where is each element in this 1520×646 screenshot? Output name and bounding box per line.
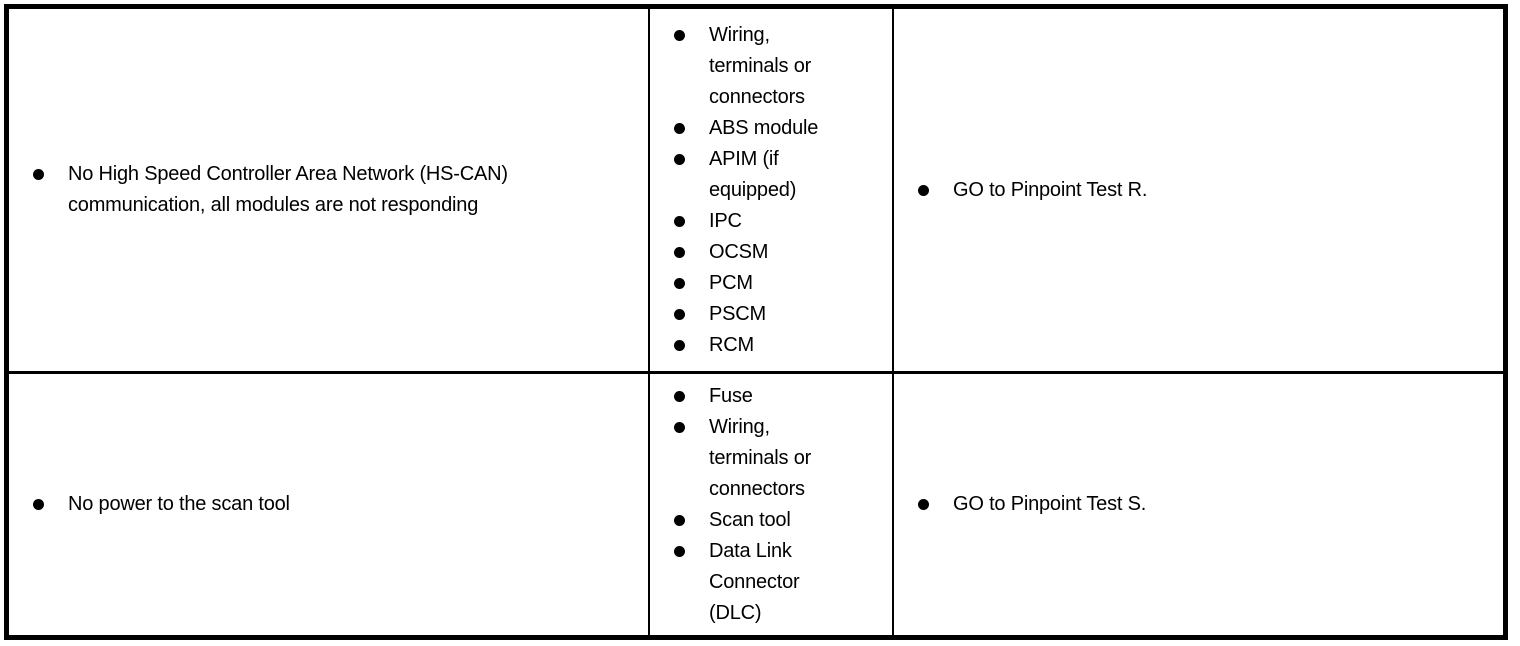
- cell-row2-symptom: No power to the scan tool: [9, 374, 648, 635]
- bullet-icon: [33, 499, 44, 510]
- bullet-icon: [674, 153, 685, 165]
- action-text: GO to Pinpoint Test S.: [953, 489, 1146, 520]
- source-item: Wiring, terminals or connectors: [674, 412, 811, 505]
- diagnostic-table: No High Speed Controller Area Network (H…: [4, 4, 1508, 640]
- source-line: connectors: [709, 477, 805, 500]
- source-item: ABS module: [674, 113, 818, 144]
- action-line: GO to Pinpoint Test S.: [953, 493, 1147, 515]
- cell-row2-possible-sources: Fuse Wiring, terminals or connectors Sca…: [648, 374, 892, 635]
- source-line: connectors: [709, 85, 805, 108]
- source-text: IPC: [709, 206, 742, 237]
- action-line: GO to Pinpoint Test R.: [953, 178, 1148, 201]
- action-item: GO to Pinpoint Test R.: [918, 175, 1147, 206]
- source-line: OCSM: [709, 240, 769, 263]
- source-line: Wiring,: [709, 415, 770, 438]
- source-item: Wiring, terminals or connectors: [674, 20, 811, 113]
- bullet-icon: [674, 339, 685, 351]
- source-line: Data Link: [709, 539, 792, 562]
- bullet-icon: [674, 246, 685, 258]
- cell-row1-possible-sources: Wiring, terminals or connectors ABS modu…: [648, 9, 892, 374]
- bullet-icon: [674, 122, 685, 134]
- bullet-icon: [674, 215, 685, 227]
- source-text: Scan tool: [709, 505, 791, 536]
- source-text: OCSM: [709, 237, 768, 268]
- bullet-icon: [674, 514, 685, 526]
- source-item: RCM: [674, 330, 754, 361]
- source-line: Connector: [709, 570, 800, 593]
- source-line: terminals or: [709, 54, 812, 77]
- symptom-line: communication, all modules are not respo…: [68, 194, 479, 216]
- source-line: ABS module: [709, 116, 819, 139]
- source-item: Fuse: [674, 381, 753, 412]
- source-text: Wiring, terminals or connectors: [709, 412, 811, 505]
- source-item: Data Link Connector (DLC): [674, 536, 800, 629]
- source-item: OCSM: [674, 237, 768, 268]
- source-text: APIM (if equipped): [709, 144, 796, 206]
- source-line: PCM: [709, 271, 753, 294]
- source-text: ABS module: [709, 113, 818, 144]
- symptom-line: No power to the scan tool: [68, 493, 290, 515]
- source-text: RCM: [709, 330, 754, 361]
- source-item: PCM: [674, 268, 753, 299]
- source-line: PSCM: [709, 302, 766, 325]
- source-text: PCM: [709, 268, 753, 299]
- symptom-text: No High Speed Controller Area Network (H…: [68, 159, 508, 221]
- bullet-icon: [674, 277, 685, 289]
- source-text: PSCM: [709, 299, 766, 330]
- source-line: APIM (if: [709, 147, 779, 170]
- symptom-item: No power to the scan tool: [33, 489, 290, 520]
- source-text: Fuse: [709, 381, 753, 412]
- bullet-icon: [674, 545, 685, 557]
- source-line: equipped): [709, 178, 797, 201]
- bullet-icon: [674, 308, 685, 320]
- cell-row1-symptom: No High Speed Controller Area Network (H…: [9, 9, 648, 374]
- source-line: Scan tool: [709, 508, 791, 531]
- source-item: IPC: [674, 206, 742, 237]
- source-line: terminals or: [709, 446, 812, 469]
- bullet-icon: [674, 421, 685, 433]
- source-line: RCM: [709, 333, 754, 356]
- cell-row2-action: GO to Pinpoint Test S.: [892, 374, 1503, 635]
- source-item: Scan tool: [674, 505, 791, 536]
- bullet-icon: [674, 29, 685, 41]
- bullet-icon: [33, 169, 44, 180]
- symptom-text: No power to the scan tool: [68, 489, 290, 520]
- action-text: GO to Pinpoint Test R.: [953, 175, 1147, 206]
- source-line: Wiring,: [709, 23, 770, 46]
- source-line: IPC: [709, 209, 742, 232]
- action-item: GO to Pinpoint Test S.: [918, 489, 1146, 520]
- cell-row1-action: GO to Pinpoint Test R.: [892, 9, 1503, 374]
- symptom-line: No High Speed Controller Area Network (H…: [68, 163, 508, 185]
- bullet-icon: [918, 499, 929, 510]
- source-line: Fuse: [709, 384, 753, 407]
- source-text: Data Link Connector (DLC): [709, 536, 800, 629]
- bullet-icon: [674, 390, 685, 402]
- source-text: Wiring, terminals or connectors: [709, 20, 811, 113]
- source-line: (DLC): [709, 601, 762, 624]
- symptom-item: No High Speed Controller Area Network (H…: [33, 159, 508, 221]
- source-item: APIM (if equipped): [674, 144, 796, 206]
- source-item: PSCM: [674, 299, 766, 330]
- bullet-icon: [918, 184, 929, 196]
